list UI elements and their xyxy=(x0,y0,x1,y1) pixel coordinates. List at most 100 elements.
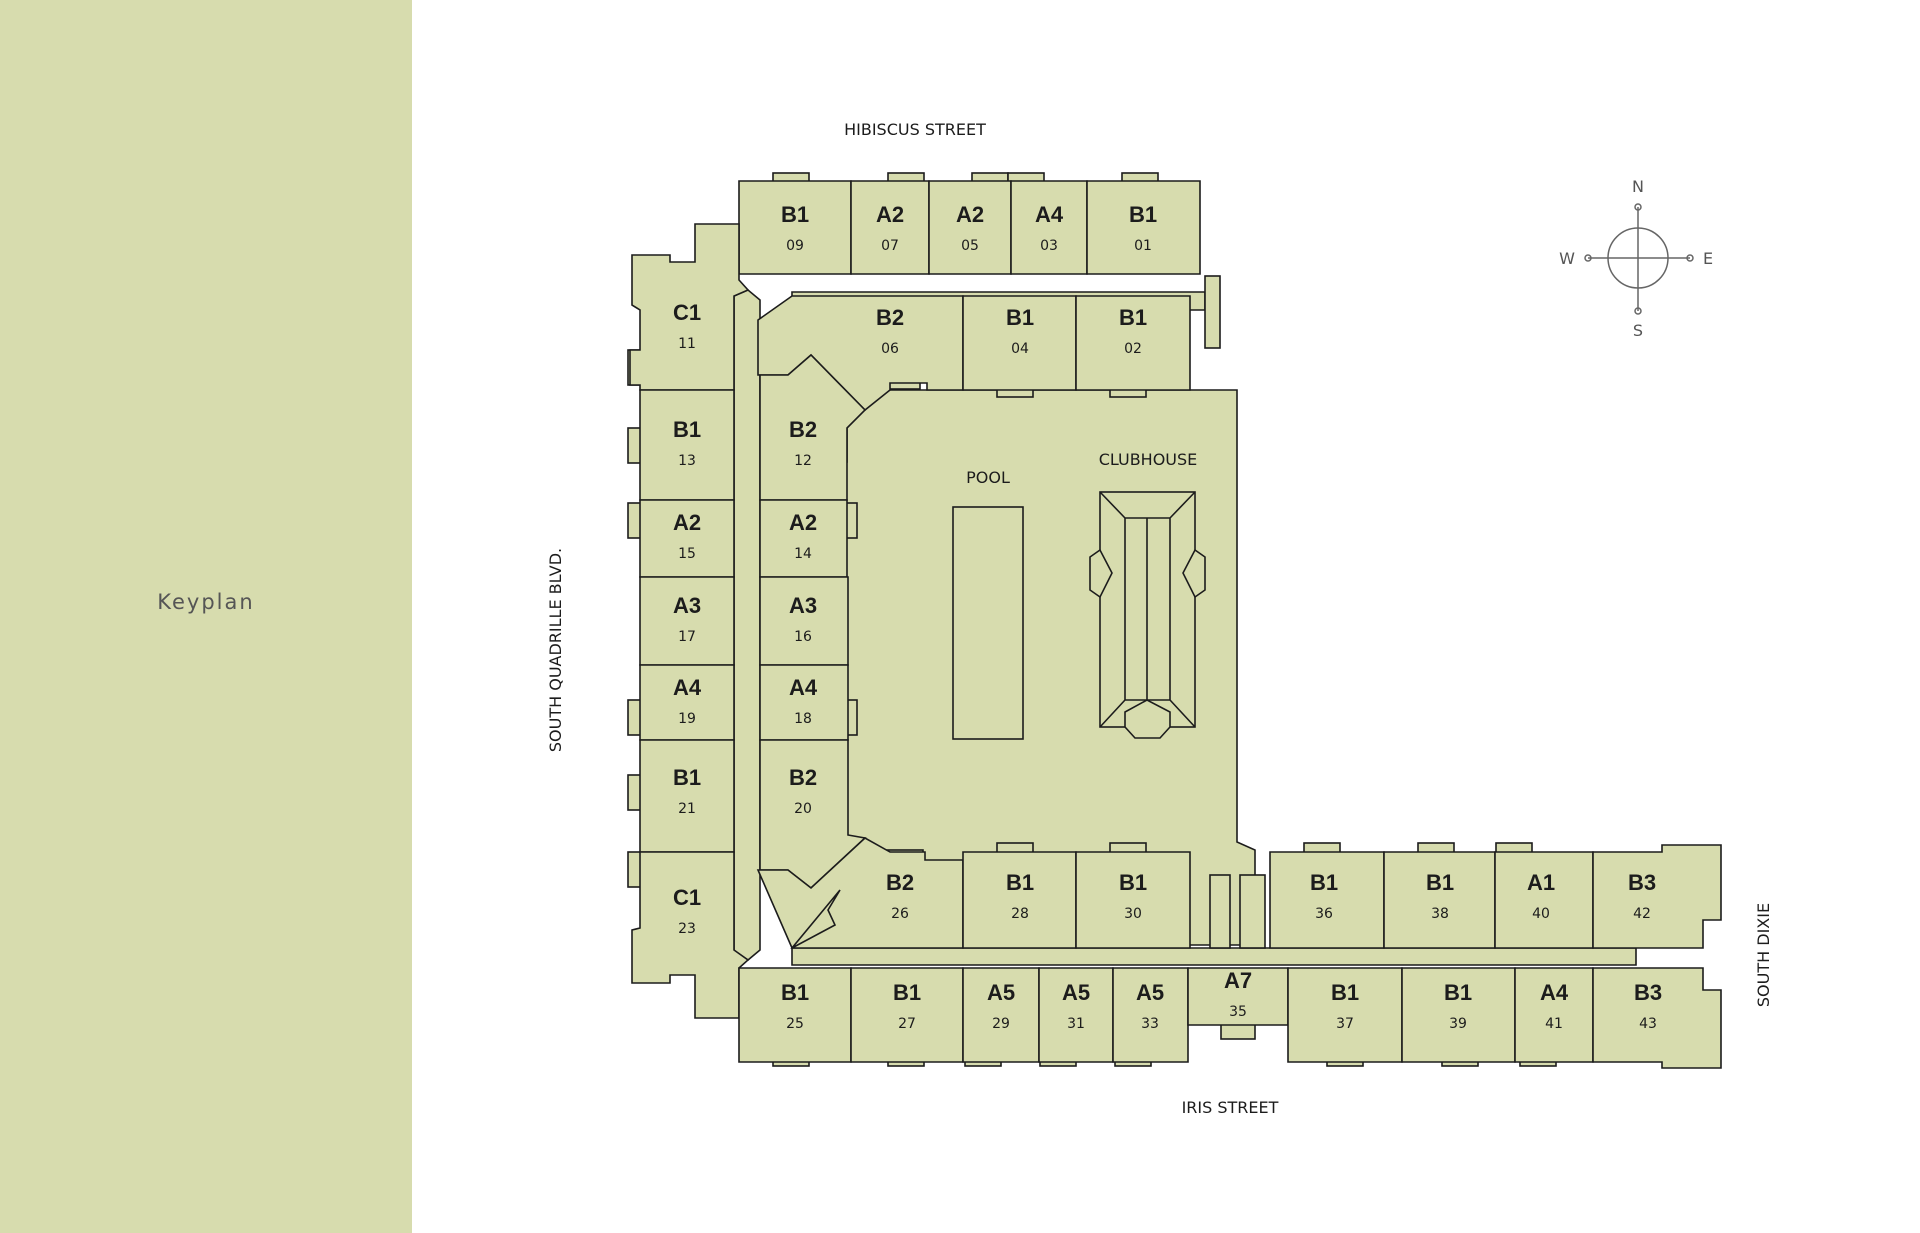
unit-code-30: B1 xyxy=(1119,870,1147,895)
unit-21[interactable] xyxy=(639,739,735,853)
unit-number-11: 11 xyxy=(678,336,696,352)
unit-number-43: 43 xyxy=(1639,1016,1657,1032)
corridor-south xyxy=(791,947,1637,966)
compass-w: W xyxy=(1559,249,1575,268)
unit-code-06: B2 xyxy=(876,305,904,330)
unit-code-26: B2 xyxy=(886,870,914,895)
clubhouse-building xyxy=(1089,491,1206,739)
unit-code-19: A4 xyxy=(673,675,702,700)
unit-code-20: B2 xyxy=(789,765,817,790)
stair-south-2 xyxy=(1239,874,1266,949)
compass-icon: N S W E xyxy=(1559,177,1713,340)
unit-code-31: A5 xyxy=(1062,980,1090,1005)
compass-e: E xyxy=(1703,249,1713,268)
unit-02[interactable] xyxy=(1075,295,1191,391)
unit-23[interactable] xyxy=(631,851,750,1019)
unit-code-40: A1 xyxy=(1527,870,1555,895)
street-north: HIBISCUS STREET xyxy=(844,120,986,139)
unit-code-12: B2 xyxy=(789,417,817,442)
unit-06[interactable] xyxy=(757,295,964,412)
unit-16[interactable] xyxy=(759,576,849,666)
keyplan-panel: Keyplan xyxy=(0,0,412,1233)
unit-number-04: 04 xyxy=(1011,341,1029,357)
unit-code-02: B1 xyxy=(1119,305,1147,330)
unit-code-39: B1 xyxy=(1444,980,1472,1005)
unit-code-36: B1 xyxy=(1310,870,1338,895)
unit-28[interactable] xyxy=(962,851,1077,949)
unit-number-39: 39 xyxy=(1449,1016,1467,1032)
stair-south-1 xyxy=(1209,874,1231,949)
unit-07[interactable] xyxy=(850,180,930,275)
unit-09[interactable] xyxy=(738,180,852,275)
keyplan-title: Keyplan xyxy=(157,590,255,614)
unit-number-33: 33 xyxy=(1141,1016,1159,1032)
unit-43[interactable] xyxy=(1592,967,1722,1069)
unit-code-05: A2 xyxy=(956,202,984,227)
unit-number-02: 02 xyxy=(1124,341,1142,357)
unit-code-16: A3 xyxy=(789,593,817,618)
unit-code-13: B1 xyxy=(673,417,701,442)
unit-number-19: 19 xyxy=(678,711,696,727)
pool xyxy=(952,506,1024,740)
unit-number-15: 15 xyxy=(678,546,696,562)
unit-number-17: 17 xyxy=(678,629,696,645)
unit-code-25: B1 xyxy=(781,980,809,1005)
unit-code-23: C1 xyxy=(673,885,701,910)
unit-number-38: 38 xyxy=(1431,906,1449,922)
unit-number-27: 27 xyxy=(898,1016,916,1032)
unit-number-18: 18 xyxy=(794,711,812,727)
unit-code-11: C1 xyxy=(673,300,701,325)
unit-code-21: B1 xyxy=(673,765,701,790)
unit-code-29: A5 xyxy=(987,980,1015,1005)
unit-number-16: 16 xyxy=(794,629,812,645)
unit-number-35: 35 xyxy=(1229,1004,1247,1020)
unit-code-18: A4 xyxy=(789,675,818,700)
unit-number-12: 12 xyxy=(794,453,812,469)
unit-30[interactable] xyxy=(1075,851,1191,949)
unit-number-07: 07 xyxy=(881,238,899,254)
unit-36[interactable] xyxy=(1269,851,1385,949)
street-west: SOUTH QUADRILLE BLVD. xyxy=(546,548,565,752)
unit-number-28: 28 xyxy=(1011,906,1029,922)
unit-code-03: A4 xyxy=(1035,202,1064,227)
unit-05[interactable] xyxy=(928,180,1012,275)
unit-11[interactable] xyxy=(629,223,750,391)
unit-number-20: 20 xyxy=(794,801,812,817)
unit-number-37: 37 xyxy=(1336,1016,1354,1032)
unit-number-09: 09 xyxy=(786,238,804,254)
unit-code-17: A3 xyxy=(673,593,701,618)
unit-number-25: 25 xyxy=(786,1016,804,1032)
unit-number-01: 01 xyxy=(1134,238,1152,254)
unit-number-21: 21 xyxy=(678,801,696,817)
unit-number-42: 42 xyxy=(1633,906,1651,922)
street-east: SOUTH DIXIE xyxy=(1754,903,1773,1007)
unit-03[interactable] xyxy=(1010,180,1088,275)
unit-code-15: A2 xyxy=(673,510,701,535)
unit-code-43: B3 xyxy=(1634,980,1662,1005)
unit-number-14: 14 xyxy=(794,546,812,562)
unit-number-29: 29 xyxy=(992,1016,1010,1032)
unit-number-23: 23 xyxy=(678,921,696,937)
unit-17[interactable] xyxy=(639,576,735,666)
unit-number-40: 40 xyxy=(1532,906,1550,922)
unit-number-03: 03 xyxy=(1040,238,1058,254)
unit-42[interactable] xyxy=(1592,844,1722,949)
unit-code-09: B1 xyxy=(781,202,809,227)
unit-code-27: B1 xyxy=(893,980,921,1005)
north-stair xyxy=(1204,275,1221,349)
unit-code-42: B3 xyxy=(1628,870,1656,895)
unit-code-04: B1 xyxy=(1006,305,1034,330)
unit-code-38: B1 xyxy=(1426,870,1454,895)
unit-40[interactable] xyxy=(1494,851,1594,949)
unit-number-26: 26 xyxy=(891,906,909,922)
unit-13[interactable] xyxy=(639,389,735,501)
unit-number-31: 31 xyxy=(1067,1016,1085,1032)
unit-code-14: A2 xyxy=(789,510,817,535)
unit-01[interactable] xyxy=(1086,180,1201,275)
units xyxy=(629,180,1722,1069)
unit-number-36: 36 xyxy=(1315,906,1333,922)
corridor-west xyxy=(733,289,761,961)
unit-38[interactable] xyxy=(1383,851,1496,949)
unit-33[interactable] xyxy=(1112,967,1189,1063)
